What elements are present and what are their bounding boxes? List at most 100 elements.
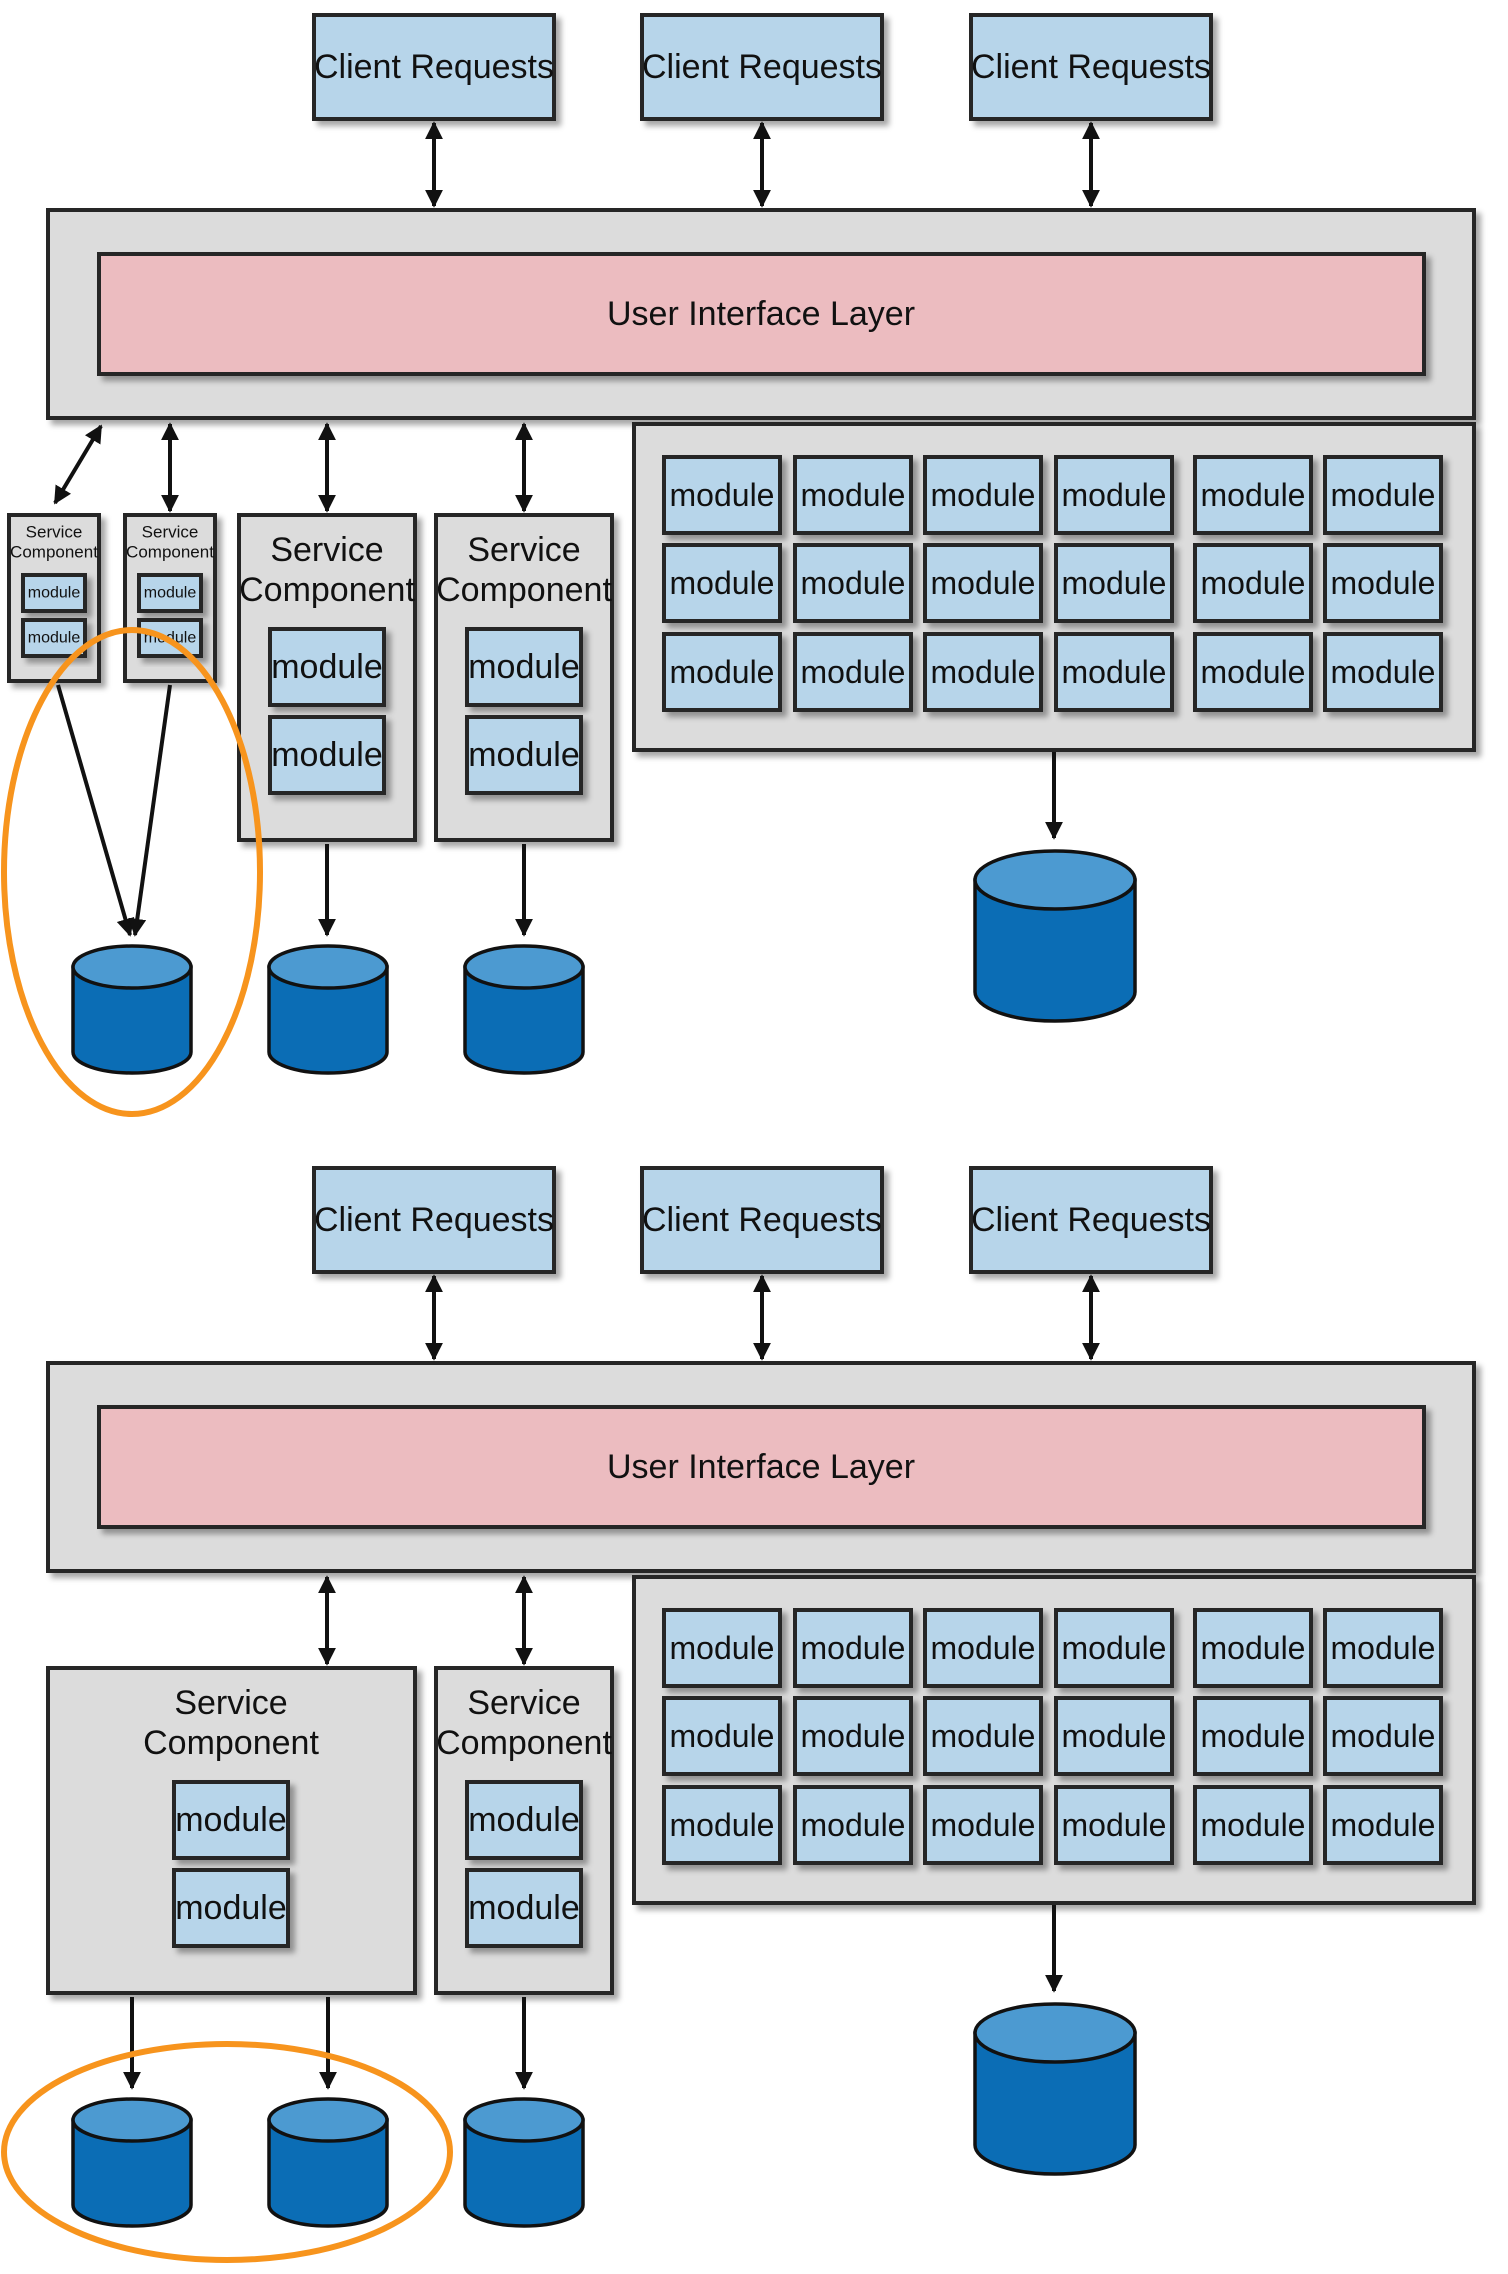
service-component-title-line: Component <box>239 571 415 609</box>
service-component-title-line: Component <box>436 1724 612 1762</box>
service-component-small-2: Service Component module module <box>123 513 217 683</box>
service-component-title-line: Component <box>436 571 612 609</box>
client-request-box-3: Client Requests <box>969 1166 1213 1274</box>
module-box: module <box>1323 1696 1443 1776</box>
module-label: module <box>1062 1718 1167 1754</box>
module-label: module <box>1062 1807 1167 1843</box>
module-label: module <box>801 565 906 601</box>
client-request-box-1: Client Requests <box>312 1166 556 1274</box>
module-box: module <box>268 627 386 707</box>
service-component-title-line: Service <box>26 523 83 542</box>
module-box: module <box>1193 455 1313 535</box>
module-box: module <box>1054 455 1174 535</box>
module-label: module <box>670 477 775 513</box>
module-box: module <box>1054 543 1174 623</box>
module-label: module <box>1331 1630 1436 1666</box>
client-request-label: Client Requests <box>971 1201 1211 1239</box>
module-box: module <box>793 1696 913 1776</box>
module-label: module <box>175 1889 287 1927</box>
module-box: module <box>1323 632 1443 712</box>
module-label: module <box>670 1718 775 1754</box>
database-icon <box>267 944 389 1075</box>
ui-layer: User Interface Layer <box>97 1405 1426 1529</box>
service-component-title-line: Service <box>467 531 580 569</box>
module-box: module <box>662 543 782 623</box>
service-component-title-line: Service <box>270 531 383 569</box>
module-label: module <box>1062 477 1167 513</box>
database-icon <box>71 2097 193 2228</box>
module-label: module <box>271 736 383 774</box>
ui-layer-label: User Interface Layer <box>607 295 915 333</box>
service-component-title-line: Component <box>143 1724 319 1762</box>
client-request-box-3: Client Requests <box>969 13 1213 121</box>
module-label: module <box>931 565 1036 601</box>
module-label: module <box>28 630 81 647</box>
module-box: module <box>1054 1696 1174 1776</box>
module-box: module <box>465 1868 583 1948</box>
ui-service-arrow-1 <box>53 424 103 505</box>
service-component-merged: Service Component module module <box>46 1666 417 1995</box>
service-component-4: Service Component module module <box>434 513 614 842</box>
module-box: module <box>923 455 1043 535</box>
module-label: module <box>670 1807 775 1843</box>
client-request-label: Client Requests <box>642 48 882 86</box>
database-icon <box>463 2097 585 2228</box>
module-label: module <box>1201 477 1306 513</box>
module-label: module <box>1201 565 1306 601</box>
client-request-label: Client Requests <box>314 1201 554 1239</box>
panel-after: Client Requests Client Requests Client R… <box>1 1166 1476 2263</box>
service-db-arrow-2 <box>128 684 172 937</box>
module-label: module <box>1331 477 1436 513</box>
module-box: module <box>21 618 87 658</box>
client-request-box-2: Client Requests <box>640 13 884 121</box>
module-label: module <box>801 1630 906 1666</box>
service-component-small-1: Service Component module module <box>7 513 101 683</box>
module-box: module <box>662 1608 782 1688</box>
database-icon <box>71 944 193 1075</box>
module-label: module <box>468 648 580 686</box>
module-box: module <box>1323 1785 1443 1865</box>
module-box: module <box>793 1608 913 1688</box>
module-box: module <box>172 1780 290 1860</box>
module-label: module <box>931 477 1036 513</box>
module-box: module <box>1054 1785 1174 1865</box>
database-icon <box>463 944 585 1075</box>
module-label: module <box>1062 654 1167 690</box>
module-label: module <box>175 1801 287 1839</box>
module-label: module <box>271 648 383 686</box>
module-label: module <box>1201 1807 1306 1843</box>
service-component-3: Service Component module module <box>237 513 417 842</box>
module-label: module <box>670 1630 775 1666</box>
module-box: module <box>1193 1785 1313 1865</box>
module-label: module <box>1331 1718 1436 1754</box>
module-label: module <box>1331 654 1436 690</box>
module-box: module <box>465 1780 583 1860</box>
module-label: module <box>801 654 906 690</box>
module-box: module <box>268 715 386 795</box>
ui-layer: User Interface Layer <box>97 252 1426 376</box>
module-box: module <box>923 632 1043 712</box>
module-label: module <box>931 1630 1036 1666</box>
module-label: module <box>801 1807 906 1843</box>
database-icon <box>973 849 1137 1023</box>
module-box: module <box>1193 1696 1313 1776</box>
module-label: module <box>1062 565 1167 601</box>
module-box: module <box>1323 543 1443 623</box>
module-box: module <box>465 627 583 707</box>
module-label: module <box>1062 1630 1167 1666</box>
module-label: module <box>1201 654 1306 690</box>
client-request-box-2: Client Requests <box>640 1166 884 1274</box>
client-request-label: Client Requests <box>642 1201 882 1239</box>
client-request-box-1: Client Requests <box>312 13 556 121</box>
module-label: module <box>801 477 906 513</box>
module-label: module <box>670 565 775 601</box>
module-label: module <box>1201 1718 1306 1754</box>
module-box: module <box>793 543 913 623</box>
module-box: module <box>662 1696 782 1776</box>
service-component-title-line: Component <box>10 543 98 562</box>
module-label: module <box>468 1889 580 1927</box>
module-box: module <box>793 455 913 535</box>
module-box: module <box>1193 1608 1313 1688</box>
module-box: module <box>662 632 782 712</box>
client-request-label: Client Requests <box>971 48 1211 86</box>
